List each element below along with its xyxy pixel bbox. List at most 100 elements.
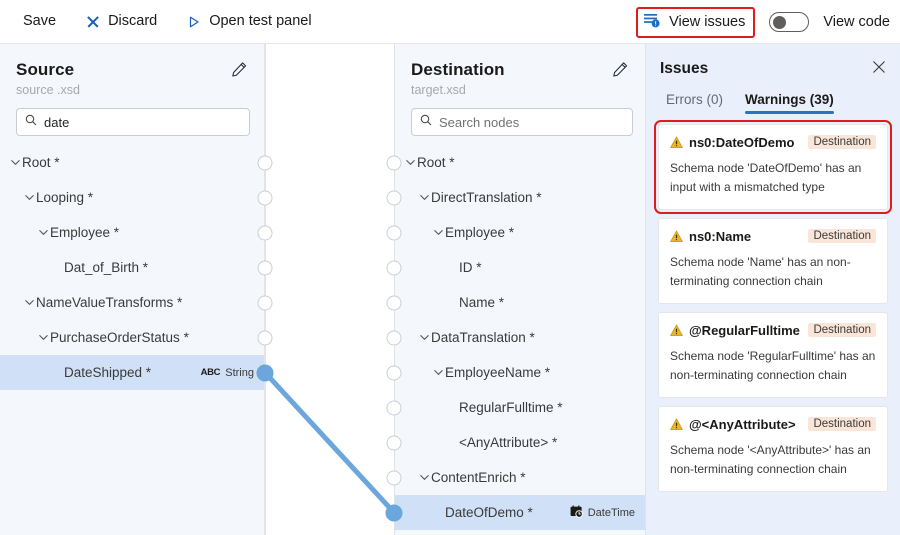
warning-icon [670, 136, 683, 154]
destination-connector-rail [394, 44, 395, 535]
connector-handle[interactable] [386, 365, 402, 380]
view-issues-button[interactable]: View issues [636, 6, 756, 38]
open-test-panel-button[interactable]: Open test panel [178, 7, 320, 37]
connector-handle[interactable] [257, 190, 273, 205]
status-badge: Destination [808, 135, 876, 149]
connector-handle[interactable] [386, 330, 402, 345]
close-icon[interactable] [872, 60, 886, 79]
tree-node-label: NameValueTransforms * [36, 295, 183, 310]
connector-handle[interactable] [386, 155, 402, 170]
issue-node-name: ns0:DateOfDemo [689, 135, 795, 150]
source-search-input[interactable]: date [16, 108, 250, 136]
tree-node-row[interactable]: Root * [395, 145, 645, 180]
open-test-panel-label: Open test panel [209, 13, 312, 30]
chevron-down-icon[interactable] [417, 332, 431, 343]
issues-panel-title: Issues [660, 60, 709, 77]
tree-node-row[interactable]: Looping * [0, 180, 264, 215]
issue-description: Schema node '<AnyAttribute>' has an non-… [670, 442, 871, 477]
issues-tabs: Errors (0) Warnings (39) [646, 78, 900, 114]
tree-node-row[interactable]: Dat_of_Birth * [0, 250, 264, 285]
mapping-canvas[interactable]: Source source .xsd date Root *Looping *E… [0, 44, 645, 535]
chevron-down-icon[interactable] [403, 157, 417, 168]
tree-node-row[interactable]: Name * [395, 285, 645, 320]
tree-node-row[interactable]: NameValueTransforms * [0, 285, 264, 320]
view-code-label: View code [823, 14, 890, 30]
play-icon [187, 15, 201, 29]
connector-handle[interactable] [386, 190, 402, 205]
view-code-toggle[interactable] [769, 12, 810, 32]
save-button[interactable]: Save [14, 7, 65, 37]
search-icon [420, 113, 432, 131]
tree-node-row[interactable]: Root * [0, 145, 264, 180]
connector-handle[interactable] [386, 435, 402, 450]
tree-node-row[interactable]: DirectTranslation * [395, 180, 645, 215]
connector-handle[interactable] [386, 400, 402, 415]
connector-handle[interactable] [257, 260, 273, 275]
tree-node-row[interactable]: RegularFulltime * [395, 390, 645, 425]
tree-node-label: RegularFulltime * [459, 400, 563, 415]
tree-node-row[interactable]: ContentEnrich * [395, 460, 645, 495]
tree-node-label: Looping * [36, 190, 94, 205]
abc-icon: ABC [200, 367, 221, 378]
destination-schema-filename: target.xsd [411, 83, 466, 97]
issues-tab[interactable]: Warnings (39) [745, 92, 834, 114]
chevron-down-icon[interactable] [8, 157, 22, 168]
tree-node-label: DateShipped * [64, 365, 152, 380]
connector-handle[interactable] [257, 155, 273, 170]
chevron-down-icon[interactable] [36, 227, 50, 238]
chevron-down-icon[interactable] [22, 297, 36, 308]
connector-handle[interactable] [385, 504, 403, 521]
tree-node-row[interactable]: DateOfDemo *DateTime [395, 495, 645, 530]
warning-icon [670, 418, 683, 436]
tree-node-label: ContentEnrich * [431, 470, 526, 485]
tree-node-row[interactable]: <AnyAttribute> * [395, 425, 645, 460]
edit-destination-schema-icon[interactable] [612, 61, 629, 83]
connector-handle[interactable] [386, 470, 402, 485]
tree-node-label: Root * [417, 155, 455, 170]
discard-button[interactable]: Discard [77, 7, 166, 37]
tree-node-row[interactable]: DataTranslation * [395, 320, 645, 355]
destination-search-input[interactable]: Search nodes [411, 108, 633, 136]
chevron-down-icon[interactable] [417, 192, 431, 203]
issues-tab[interactable]: Errors (0) [666, 92, 723, 107]
connector-handle[interactable] [386, 225, 402, 240]
connector-handle[interactable] [257, 225, 273, 240]
tree-node-row[interactable]: Employee * [395, 215, 645, 250]
status-badge: Destination [808, 322, 876, 337]
tree-node-label: Dat_of_Birth * [64, 260, 149, 275]
tree-node-label: EmployeeName * [445, 365, 551, 380]
issues-panel: Issues Errors (0) Warnings (39) ns0:DateO… [645, 44, 900, 535]
warning-icon [670, 324, 683, 342]
source-search-value: date [44, 114, 70, 130]
node-type-badge: DateTime [570, 504, 635, 521]
issue-description: Schema node 'DateOfDemo' has an input wi… [670, 161, 862, 195]
chevron-down-icon[interactable] [431, 227, 445, 238]
edit-source-schema-icon[interactable] [231, 61, 248, 83]
discard-label: Discard [108, 13, 158, 30]
connector-handle[interactable] [386, 260, 402, 275]
issue-description: Schema node 'Name' has an non-terminatin… [670, 254, 851, 289]
connector-handle[interactable] [386, 295, 402, 310]
source-panel-title: Source [16, 60, 75, 79]
tree-node-label: Employee * [445, 225, 515, 240]
chevron-down-icon[interactable] [431, 367, 445, 378]
connector-handle[interactable] [257, 295, 273, 310]
connector-handle[interactable] [257, 330, 273, 345]
connector-handle[interactable] [256, 364, 274, 381]
chevron-down-icon[interactable] [36, 332, 50, 343]
chevron-down-icon[interactable] [417, 472, 431, 483]
tree-node-row[interactable]: PurchaseOrderStatus * [0, 320, 264, 355]
tree-node-row[interactable]: EmployeeName * [395, 355, 645, 390]
chevron-down-icon[interactable] [22, 192, 36, 203]
tree-node-row[interactable]: Employee * [0, 215, 264, 250]
tree-node-label: Root * [22, 155, 60, 170]
destination-tree: Root * DirectTranslation * Employee * ID *N… [395, 145, 645, 530]
tree-node-row[interactable]: ID * [395, 250, 645, 285]
